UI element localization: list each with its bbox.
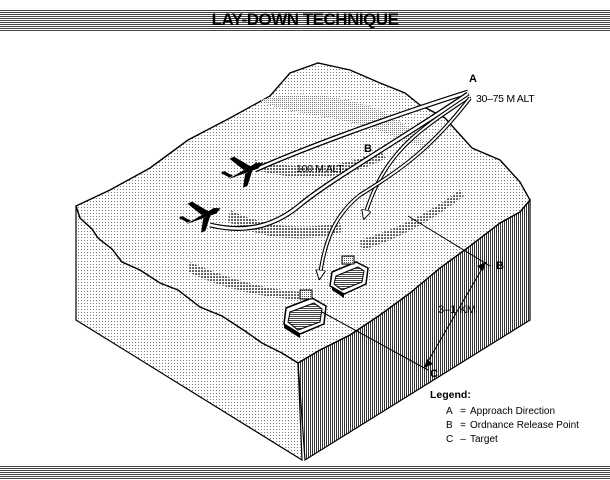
label-release-altitude: 100 M ALT — [296, 163, 344, 175]
aircraft-icon — [220, 156, 263, 188]
label-target-c: C — [430, 368, 438, 380]
release-path-2-inner — [320, 97, 471, 275]
label-approach-a: A — [469, 73, 477, 85]
title-band — [0, 9, 610, 31]
target-vehicle-icon — [283, 289, 327, 338]
diagram-title: LAY-DOWN TECHNIQUE — [211, 10, 399, 29]
legend-key: B — [446, 420, 453, 431]
label-release-b-top: B — [364, 143, 372, 155]
exhaust-trail-lower — [228, 210, 342, 239]
target-leader-line — [321, 311, 429, 371]
release-path-1-inner — [365, 95, 471, 215]
legend-key: A — [446, 406, 453, 417]
legend: Legend: A = Approach Direction B = Ordnance … — [430, 389, 579, 447]
distance-arrow-bottom — [424, 359, 433, 368]
ground-trail-2 — [360, 190, 464, 250]
legend-key: C — [446, 434, 454, 445]
legend-text: Approach Direction — [470, 406, 556, 417]
ridge-shading — [260, 94, 430, 150]
flight-path-upper-inner — [254, 90, 469, 172]
ground-trail-1 — [188, 262, 302, 300]
legend-title: Legend: — [430, 389, 471, 401]
label-distance: 3–1 KM — [438, 304, 476, 316]
aircraft-icon — [178, 201, 221, 233]
legend-item: B = Ordnance Release Point — [430, 419, 579, 433]
label-approach-altitude: 30–75 M ALT — [476, 93, 535, 105]
legend-item: A = Approach Direction — [430, 405, 579, 419]
legend-separator: = — [460, 420, 466, 431]
label-release-b-side: B — [496, 260, 504, 272]
footer-band — [0, 465, 610, 480]
legend-text: Target — [470, 434, 498, 445]
flight-path-lower-inner — [209, 92, 469, 230]
legend-text: Ordnance Release Point — [470, 420, 579, 431]
release-point-leader-line — [407, 215, 491, 267]
distance-arrow-top — [477, 262, 486, 271]
legend-item: C–Target — [430, 433, 579, 447]
legend-separator: = — [460, 406, 466, 417]
target-vehicle-icon — [329, 255, 369, 298]
distance-dimension-line — [423, 261, 487, 369]
legend-separator: – — [460, 434, 466, 445]
